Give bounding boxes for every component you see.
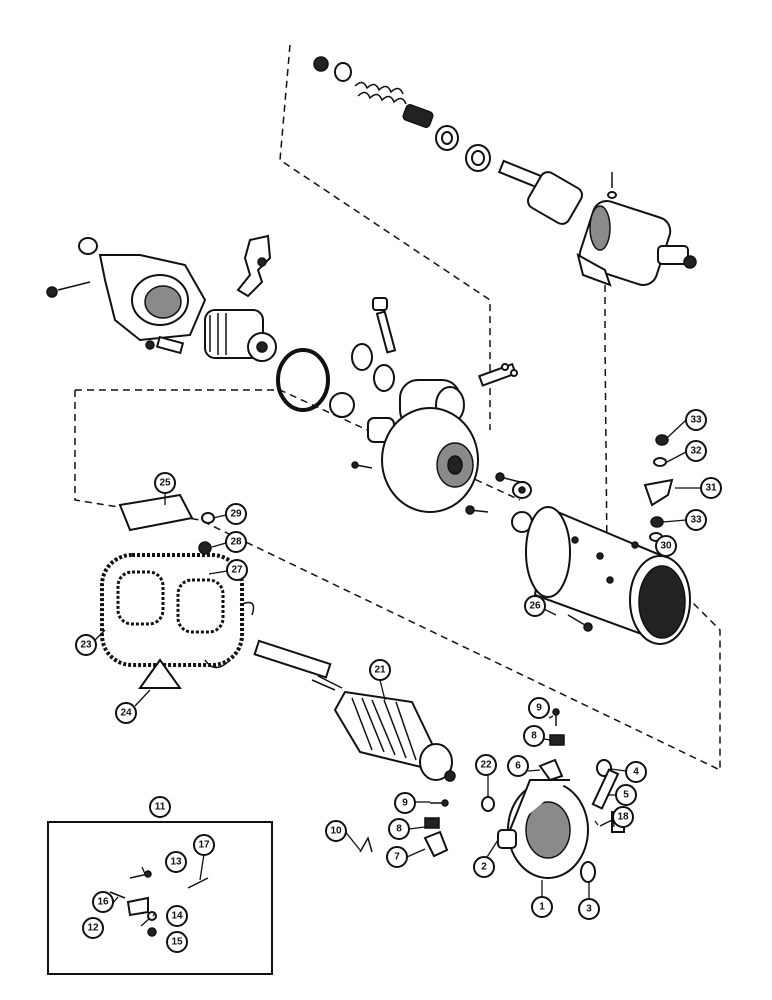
svg-text:24: 24 [120, 708, 132, 719]
svg-text:9: 9 [536, 703, 542, 714]
svg-text:30: 30 [660, 541, 672, 552]
svg-text:29: 29 [230, 509, 242, 520]
callout-22: 22 [475, 754, 497, 776]
callout-4: 4 [625, 761, 647, 783]
svg-text:27: 27 [231, 565, 243, 576]
callout-24: 24 [115, 702, 137, 724]
plunger-parts [313, 56, 583, 225]
drive-pinion [204, 309, 277, 362]
callout-21: 21 [369, 659, 391, 681]
svg-text:11: 11 [155, 802, 166, 813]
svg-text:12: 12 [87, 923, 99, 934]
callout-12: 12 [82, 917, 104, 939]
callout-9-lower: 9 [394, 792, 416, 814]
callout-3: 3 [578, 898, 600, 920]
callout-28: 28 [225, 531, 247, 553]
drive-housing [46, 237, 207, 355]
svg-text:4: 4 [633, 767, 639, 778]
callout-17: 17 [193, 834, 215, 856]
svg-text:8: 8 [396, 824, 402, 835]
triangle-symbol [138, 658, 182, 689]
armature [253, 639, 456, 782]
svg-text:17: 17 [198, 840, 210, 851]
end-frame [481, 779, 596, 883]
svg-text:9: 9 [402, 798, 408, 809]
callout-1: 1 [531, 896, 553, 918]
field-coils [100, 493, 255, 669]
thrust-washer [329, 392, 355, 418]
callout-16: 16 [92, 891, 114, 913]
callout-26: 26 [524, 595, 546, 617]
pin [375, 310, 397, 354]
callout-15: 15 [166, 931, 188, 953]
svg-text:1: 1 [539, 902, 545, 913]
callout-32: 32 [685, 440, 707, 462]
plug [372, 297, 388, 311]
bushing-washer [351, 343, 373, 371]
field-frame [525, 506, 691, 645]
inset-box [47, 821, 273, 975]
svg-text:31: 31 [705, 483, 717, 494]
callout-23: 23 [75, 634, 97, 656]
svg-text:25: 25 [159, 478, 171, 489]
seal-ring [373, 364, 395, 392]
callout-10: 10 [325, 820, 347, 842]
inset-parts [109, 870, 209, 937]
callout-6: 6 [507, 755, 529, 777]
callout-13: 13 [165, 851, 187, 873]
callout-27: 27 [226, 559, 248, 581]
callout-14: 14 [166, 905, 188, 927]
svg-text:33: 33 [690, 515, 702, 526]
brushes-and-springs [359, 708, 625, 858]
svg-text:2: 2 [481, 862, 487, 873]
callout-33-upper: 33 [685, 409, 707, 431]
shift-lever [236, 234, 272, 298]
o-ring [276, 348, 330, 412]
callout-5: 5 [615, 784, 637, 806]
svg-text:16: 16 [97, 897, 109, 908]
callout-2: 2 [473, 856, 495, 878]
svg-text:28: 28 [230, 537, 242, 548]
callout-8-upper: 8 [523, 725, 545, 747]
svg-text:21: 21 [374, 665, 386, 676]
center-housing [351, 362, 518, 513]
svg-text:10: 10 [330, 826, 342, 837]
svg-text:6: 6 [515, 761, 521, 772]
svg-text:8: 8 [531, 731, 537, 742]
callout-8-lower: 8 [388, 818, 410, 840]
svg-text:18: 18 [617, 812, 629, 823]
callout-30: 30 [655, 535, 677, 557]
callout-18: 18 [612, 806, 634, 828]
svg-text:32: 32 [690, 446, 702, 457]
svg-text:14: 14 [171, 911, 183, 922]
svg-text:33: 33 [690, 415, 702, 426]
callout-7: 7 [386, 846, 408, 868]
callout-25: 25 [154, 472, 176, 494]
solenoid-group-outline [279, 44, 608, 556]
svg-text:15: 15 [171, 937, 183, 948]
callout-33-lower: 33 [685, 509, 707, 531]
svg-text:26: 26 [529, 601, 541, 612]
svg-text:23: 23 [80, 640, 92, 651]
callout-9-upper: 9 [528, 697, 550, 719]
callout-11: 11 [149, 796, 171, 818]
svg-text:7: 7 [394, 852, 400, 863]
svg-text:13: 13 [170, 857, 182, 868]
svg-text:22: 22 [480, 760, 492, 771]
center-bolts [465, 472, 533, 533]
svg-text:5: 5 [623, 790, 629, 801]
terminal-parts [643, 434, 674, 542]
svg-text:3: 3 [586, 904, 592, 915]
callout-31: 31 [700, 477, 722, 499]
callout-29: 29 [225, 503, 247, 525]
solenoid-switch [576, 172, 697, 287]
